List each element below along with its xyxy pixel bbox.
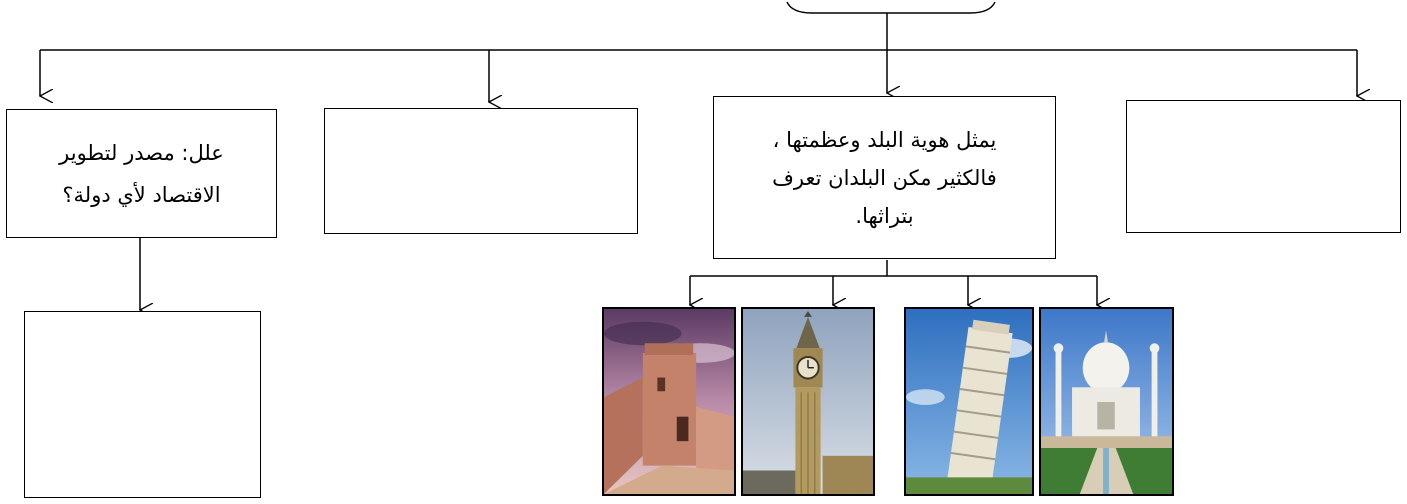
left-line-1: علل: مصدر لتطوير: [59, 140, 224, 165]
leaning-tower-image: [904, 307, 1034, 496]
left-line-2: الاقتصاد لأي دولة؟: [62, 182, 221, 207]
center-line-2: فالكثير مكن البلدان تعرف: [772, 165, 997, 190]
center-box-text: يمثل هوية البلد وعظمتها ، فالكثير مكن ال…: [714, 97, 1055, 258]
center-line-1: يمثل هوية البلد وعظمتها ،: [772, 127, 997, 152]
box-top-right: [1126, 100, 1401, 233]
center-line-3: بتراثها.: [855, 203, 914, 228]
box-left: علل: مصدر لتطوير الاقتصاد لأي دولة؟: [6, 109, 277, 238]
left-box-text: علل: مصدر لتطوير الاقتصاد لأي دولة؟: [7, 110, 276, 237]
box-bottom-left: [24, 311, 261, 498]
desert-fort-image: [602, 307, 736, 496]
clock-tower-image: [741, 307, 875, 496]
box-middle-left: [324, 108, 638, 234]
box-center: يمثل هوية البلد وعظمتها ، فالكثير مكن ال…: [713, 96, 1056, 259]
root-box-edge: [786, 1, 996, 14]
domed-mausoleum-image: [1039, 307, 1174, 496]
